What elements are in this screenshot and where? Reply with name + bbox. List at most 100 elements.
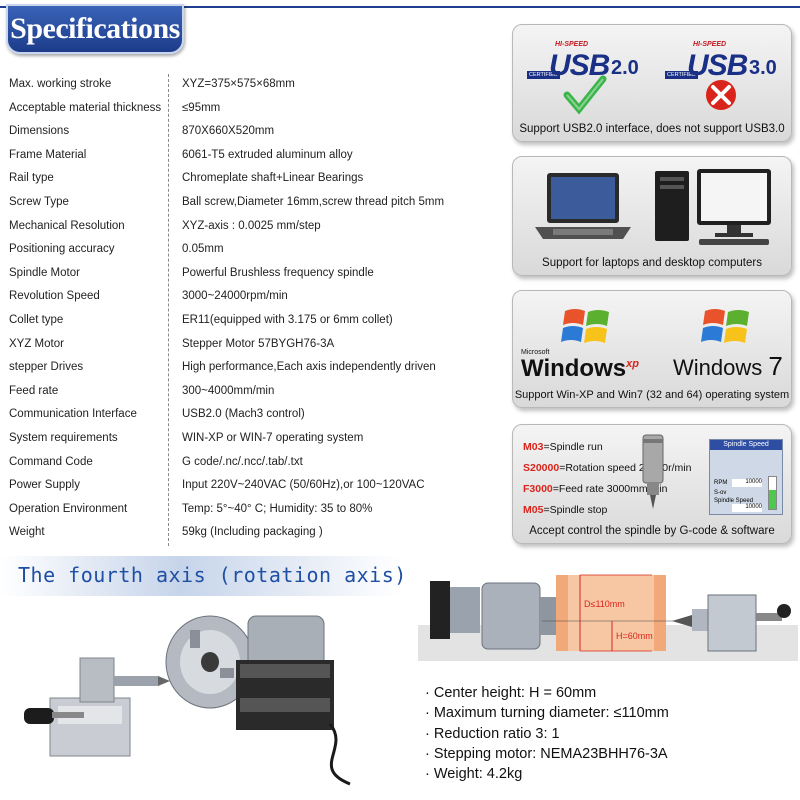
usb2-word: USB <box>549 49 610 82</box>
usb3-certified-label: CERTIFIED <box>665 71 698 79</box>
win7-suffix: 7 <box>768 351 783 381</box>
windows-flag-icon <box>701 309 749 343</box>
spec-value: Stepper Motor 57BYGH76-3A <box>182 337 335 350</box>
page-title: Specifications <box>10 12 180 45</box>
spec-label: System requirements <box>9 431 118 444</box>
os-caption: Support Win-XP and Win7 (32 and 64) oper… <box>514 389 790 401</box>
windows-7-wordmark: Windows 7 <box>673 351 783 382</box>
computers-panel: Support for laptops and desktop computer… <box>512 156 792 276</box>
spec-value: Temp: 5°~40° C; Humidity: 35 to 80% <box>182 502 373 515</box>
center-height-label: H=60mm <box>616 631 653 641</box>
xp-suffix: xp <box>626 358 639 370</box>
usb3-logo: CERTIFIED HI-SPEED USB 3.0 <box>665 39 783 111</box>
spec-value: Input 220V~240VAC (50/60Hz),or 100~120VA… <box>182 479 425 492</box>
fourth-axis-spec-item: · Weight: 4.2kg <box>425 766 523 783</box>
windows-xp-wordmark: Windowsxp <box>521 355 639 383</box>
fourth-axis-spec-item: · Stepping motor: NEMA23BHH76-3A <box>425 745 668 762</box>
spindle-motor-icon <box>642 434 664 509</box>
spec-value: Chromeplate shaft+Linear Bearings <box>182 172 364 185</box>
windows-7-name: Windows <box>673 355 763 380</box>
fourth-axis-spec-item: · Maximum turning diameter: ≤110mm <box>425 705 669 722</box>
usb3-hispeed-label: HI-SPEED <box>693 41 727 48</box>
usb2-hispeed-label: HI-SPEED <box>555 41 589 48</box>
usb2-logo: CERTIFIED HI-SPEED USB 2.0 <box>527 39 645 115</box>
gcode-command: M03=Spindle run <box>523 437 691 458</box>
checkmark-icon <box>563 75 607 115</box>
gcode-description: =Feed rate 3000mm/min <box>552 483 668 495</box>
spec-row: Collet type ER11(equipped with 3.175 or 6… <box>0 310 500 334</box>
os-support-panel: Microsoft Windowsxp Windows 7 Support Wi… <box>512 290 792 408</box>
usb2-certified-label: CERTIFIED <box>527 71 560 79</box>
usb-caption: Support USB2.0 interface, does not suppo… <box>519 123 785 135</box>
usb3-word: USB <box>687 49 748 82</box>
spec-value: 0.05mm <box>182 243 224 256</box>
header-rule <box>0 6 800 8</box>
spec-label: Operation Environment <box>9 502 128 515</box>
fourth-axis-spec-item: · Center height: H = 60mm <box>425 685 597 701</box>
desktop-computer-icon <box>655 169 771 245</box>
spec-value: ≤95mm <box>182 101 221 114</box>
gcode-description: =Spindle run <box>543 441 603 453</box>
spec-label: Screw Type <box>9 195 69 208</box>
spec-label: Command Code <box>9 455 93 468</box>
spec-label: Collet type <box>9 313 64 326</box>
spec-row: Revolution Speed 3000~24000rpm/min <box>0 286 500 310</box>
fourth-axis-photo <box>24 615 351 786</box>
cross-icon <box>706 80 736 110</box>
spec-row: Dimensions 870X660X520mm <box>0 121 500 145</box>
spec-value: XYZ=375×575×68mm <box>182 78 295 90</box>
fourth-axis-specs: · Center height: H = 60mm · Maximum turni… <box>425 683 669 784</box>
spec-label: Dimensions <box>9 125 70 138</box>
spindle-speed-gauge <box>768 476 777 510</box>
spindle-window-title: Spindle Speed <box>710 440 782 450</box>
usb2-version: 2.0 <box>611 57 639 79</box>
spec-label: Frame Material <box>9 148 87 161</box>
spec-value: 870X660X520mm <box>182 125 275 138</box>
diameter-label: D≤110mm <box>584 599 625 609</box>
spec-value: WIN-XP or WIN-7 operating system <box>182 431 364 444</box>
spindle-speed-window: Spindle Speed RPM S-ov Spindle Speed 100… <box>709 439 783 515</box>
spec-column-divider <box>168 74 169 546</box>
gcode-command: M05=Spindle stop <box>523 500 691 521</box>
spec-value: 3000~24000rpm/min <box>182 290 288 303</box>
spec-row: Operation Environment Temp: 5°~40° C; Hum… <box>0 499 500 523</box>
spec-row: Spindle Motor Powerful Brushless frequenc… <box>0 263 500 287</box>
spec-value: Ball screw,Diameter 16mm,screw thread pi… <box>182 195 445 208</box>
windows-xp-name: Windows <box>521 355 627 382</box>
spec-value: G code/.nc/.ncc/.tab/.txt <box>182 455 303 468</box>
spec-label: Revolution Speed <box>9 290 100 303</box>
spec-label: Power Supply <box>9 479 80 492</box>
sov-label: S-ov <box>714 490 727 496</box>
spec-label: XYZ Motor <box>9 337 64 350</box>
gcode-code: S20000 <box>523 462 560 474</box>
spec-value: 6061-T5 extruded aluminum alloy <box>182 148 353 161</box>
spec-row: Power Supply Input 220V~240VAC (50/60Hz),… <box>0 475 500 499</box>
fourth-axis-banner <box>0 556 400 596</box>
spec-label: Spindle Motor <box>9 266 80 279</box>
spec-row: Command Code G code/.nc/.ncc/.tab/.txt <box>0 452 500 476</box>
spec-label: Communication Interface <box>9 408 137 421</box>
gcode-caption: Accept control the spindle by G-code & s… <box>529 525 775 537</box>
computers-caption: Support for laptops and desktop computer… <box>542 257 762 269</box>
rpm-value: 10000 <box>732 479 762 487</box>
spec-row: Screw Type Ball screw,Diameter 16mm,screw… <box>0 192 500 216</box>
gcode-code: M05 <box>523 504 544 516</box>
spec-value: ER11(equipped with 3.175 or 6mm collet) <box>182 313 393 326</box>
specifications-header: Specifications <box>6 4 184 54</box>
spec-value: 59kg (Including packaging ) <box>182 526 323 539</box>
spec-label: Acceptable material thickness <box>9 101 162 114</box>
fourth-axis-title: The fourth axis (rotation axis) <box>18 563 407 587</box>
rpm-label: RPM <box>714 480 728 486</box>
spec-value: Powerful Brushless frequency spindle <box>182 266 374 279</box>
windows-flag-icon <box>561 309 609 343</box>
spec-value: XYZ-axis : 0.0025 mm/step <box>182 219 321 232</box>
microsoft-label: Microsoft <box>521 349 550 356</box>
